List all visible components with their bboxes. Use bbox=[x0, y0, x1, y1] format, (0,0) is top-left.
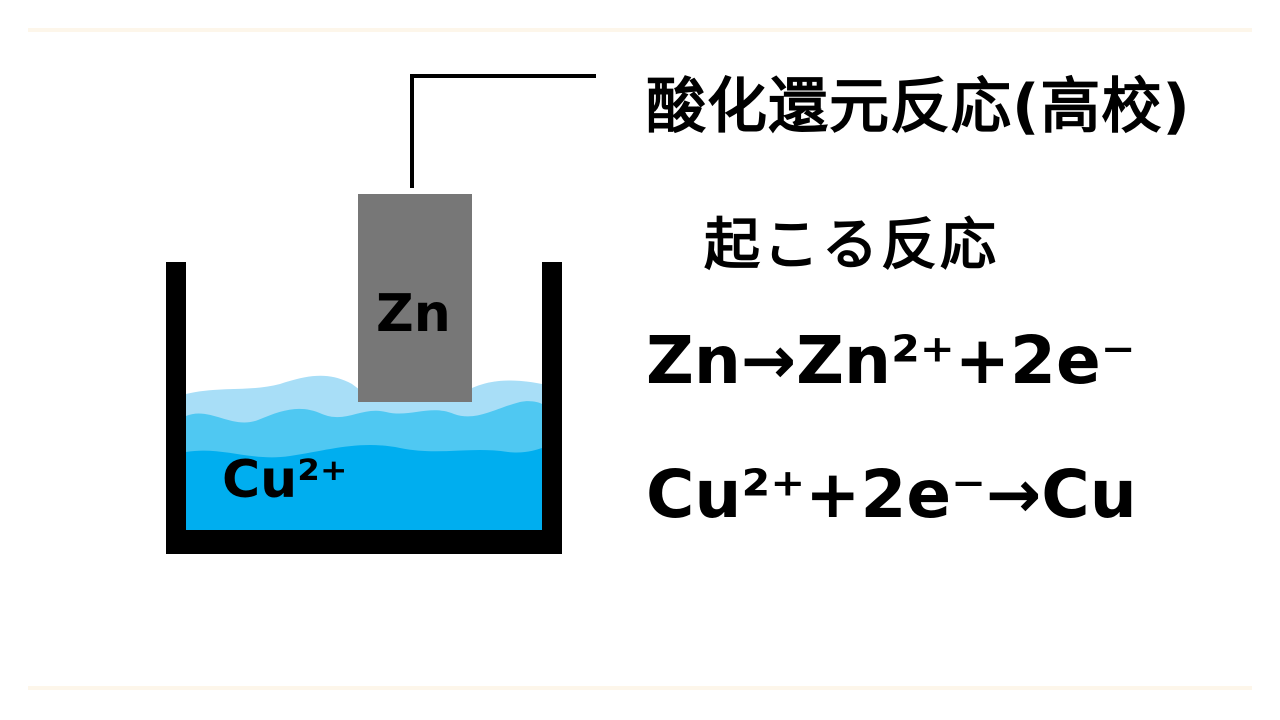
section-heading: 起こる反応 bbox=[704, 213, 999, 278]
equation-reduction: Cu²⁺+2e⁻→Cu bbox=[646, 456, 1137, 533]
page-title: 酸化還元反応(高校) bbox=[646, 72, 1191, 142]
equation-oxidation: Zn→Zn²⁺+2e⁻ bbox=[646, 322, 1136, 399]
bottom-divider bbox=[28, 686, 1252, 690]
container-base bbox=[166, 530, 562, 554]
zn-electrode-label: Zn bbox=[376, 284, 451, 344]
top-divider bbox=[28, 28, 1252, 32]
zn-electrode bbox=[358, 194, 472, 402]
lead-wire bbox=[410, 74, 596, 188]
cu-ion-label: Cu²⁺ bbox=[222, 450, 348, 510]
solution-deep-wave bbox=[186, 445, 542, 530]
